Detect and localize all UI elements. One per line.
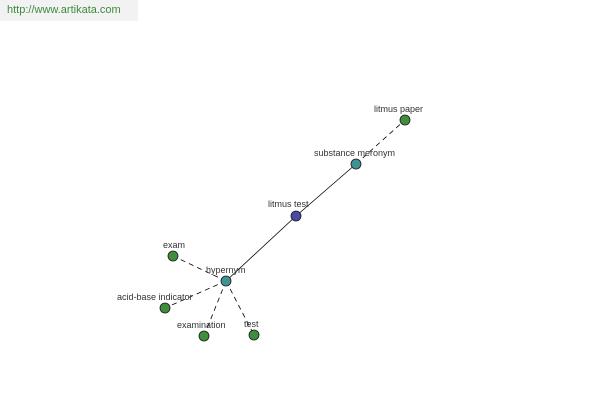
label-test[interactable]: test [244, 319, 259, 329]
label-litmus-test[interactable]: litmus test [268, 199, 309, 209]
edges-layer [164, 119, 406, 337]
node-litmus-test[interactable] [290, 210, 302, 222]
label-litmus-paper[interactable]: litmus paper [374, 104, 423, 114]
node-examination[interactable] [198, 330, 210, 342]
node-exam[interactable] [167, 250, 179, 262]
node-hypernym[interactable] [220, 275, 232, 287]
nodes-layer [159, 114, 411, 342]
label-substance-meronym[interactable]: substance meronym [314, 148, 395, 158]
node-litmus-paper[interactable] [399, 114, 411, 126]
edge-hypernym-test [225, 280, 255, 336]
edge-hypernym-acid-base-indicator [164, 280, 227, 309]
edge-hypernym-examination [203, 280, 227, 337]
node-acid-base-indicator[interactable] [159, 302, 171, 314]
edge-litmus-test-hypernym [225, 215, 297, 282]
watermark-url[interactable]: http://www.artikata.com [0, 0, 138, 21]
label-acid-base-indicator[interactable]: acid-base indicator [117, 292, 193, 302]
label-examination[interactable]: examination [177, 320, 226, 330]
node-substance-meronym[interactable] [350, 158, 362, 170]
label-hypernym[interactable]: hypernym [206, 265, 246, 275]
labels-layer: litmus test substance meronym hypernym litm… [117, 104, 423, 330]
edge-substance-meronym-litmus-paper [355, 119, 406, 165]
edge-hypernym-exam [172, 255, 227, 282]
edge-litmus-test-substance-meronym [295, 163, 357, 217]
label-exam[interactable]: exam [163, 240, 185, 250]
node-test[interactable] [248, 329, 260, 341]
